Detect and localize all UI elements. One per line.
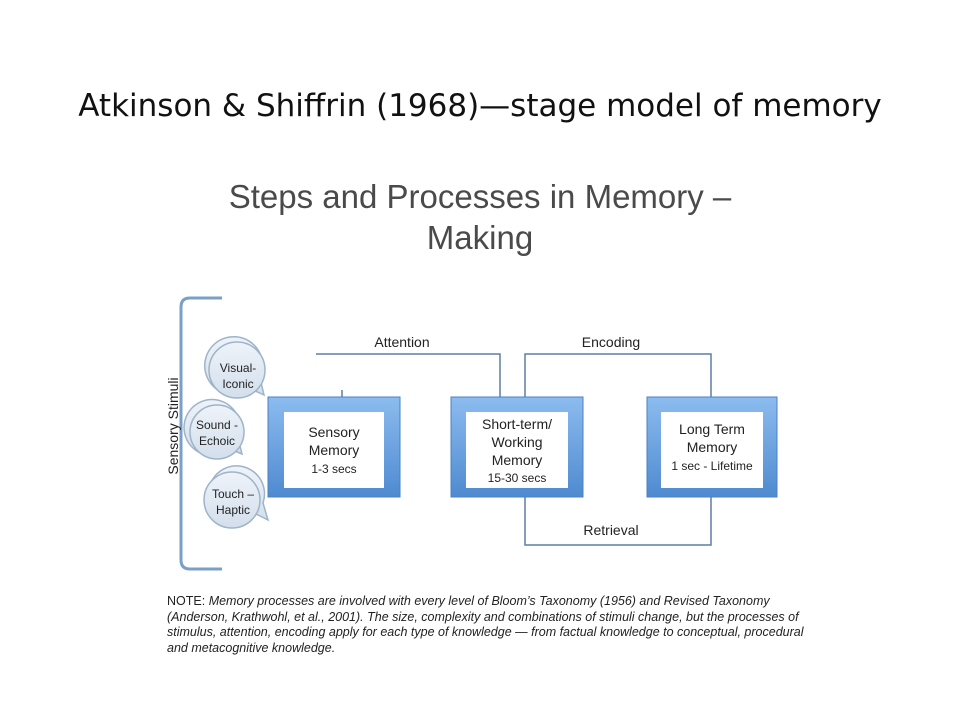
sensory-memory-line-2: Memory xyxy=(309,442,360,458)
short-term-memory-box: Short-term/ Working Memory 15-30 secs xyxy=(450,396,584,498)
stimulus-touch-line-1: Touch – xyxy=(212,487,254,501)
stimulus-sound-line-1: Sound - xyxy=(196,418,238,432)
stimulus-sound-line-2: Echoic xyxy=(199,434,235,448)
encoding-connector xyxy=(524,353,712,397)
stimuli-bracket xyxy=(179,296,222,571)
short-term-memory-duration: 15-30 secs xyxy=(488,471,547,485)
encoding-label: Encoding xyxy=(582,334,640,350)
note-body: Memory processes are involved with every… xyxy=(167,594,804,655)
diagram-note: NOTE: Memory processes are involved with… xyxy=(167,594,827,656)
short-term-memory-line-3: Memory xyxy=(492,452,543,468)
sensory-memory-duration: 1-3 secs xyxy=(311,462,356,476)
note-prefix: NOTE: xyxy=(167,594,206,608)
stimulus-bubble-sound: Sound - Echoic xyxy=(183,398,245,460)
long-term-memory-line-1: Long Term xyxy=(679,421,745,437)
diagram-title: Steps and Processes in Memory – Making xyxy=(130,176,830,258)
diagram-title-line-1: Steps and Processes in Memory – xyxy=(228,178,732,215)
sensory-stimuli-label: Sensory Stimuli xyxy=(165,377,181,474)
stimulus-visual-line-1: Visual- xyxy=(220,361,256,375)
retrieval-connector xyxy=(524,497,712,546)
short-term-memory-line-2: Working xyxy=(491,434,542,450)
attention-connector xyxy=(316,353,501,397)
sensory-memory-box: Sensory Memory 1-3 secs xyxy=(267,396,401,498)
short-term-memory-line-1: Short-term/ xyxy=(482,416,552,432)
slide-title: Atkinson & Shiffrin (1968)—stage model o… xyxy=(78,88,882,124)
long-term-memory-duration: 1 sec - Lifetime xyxy=(671,459,753,473)
stimulus-bubble-visual: Visual- Iconic xyxy=(204,335,266,399)
diagram-title-line-2: Making xyxy=(426,219,534,256)
stimulus-visual-line-2: Iconic xyxy=(222,377,253,391)
retrieval-label: Retrieval xyxy=(583,522,638,538)
stimulus-bubble-touch: Touch – Haptic xyxy=(203,465,270,529)
long-term-memory-box: Long Term Memory 1 sec - Lifetime xyxy=(646,396,778,498)
attention-label: Attention xyxy=(374,334,429,350)
long-term-memory-line-2: Memory xyxy=(687,439,738,455)
stimulus-touch-line-2: Haptic xyxy=(216,503,250,517)
sensory-memory-line-1: Sensory xyxy=(308,424,359,440)
